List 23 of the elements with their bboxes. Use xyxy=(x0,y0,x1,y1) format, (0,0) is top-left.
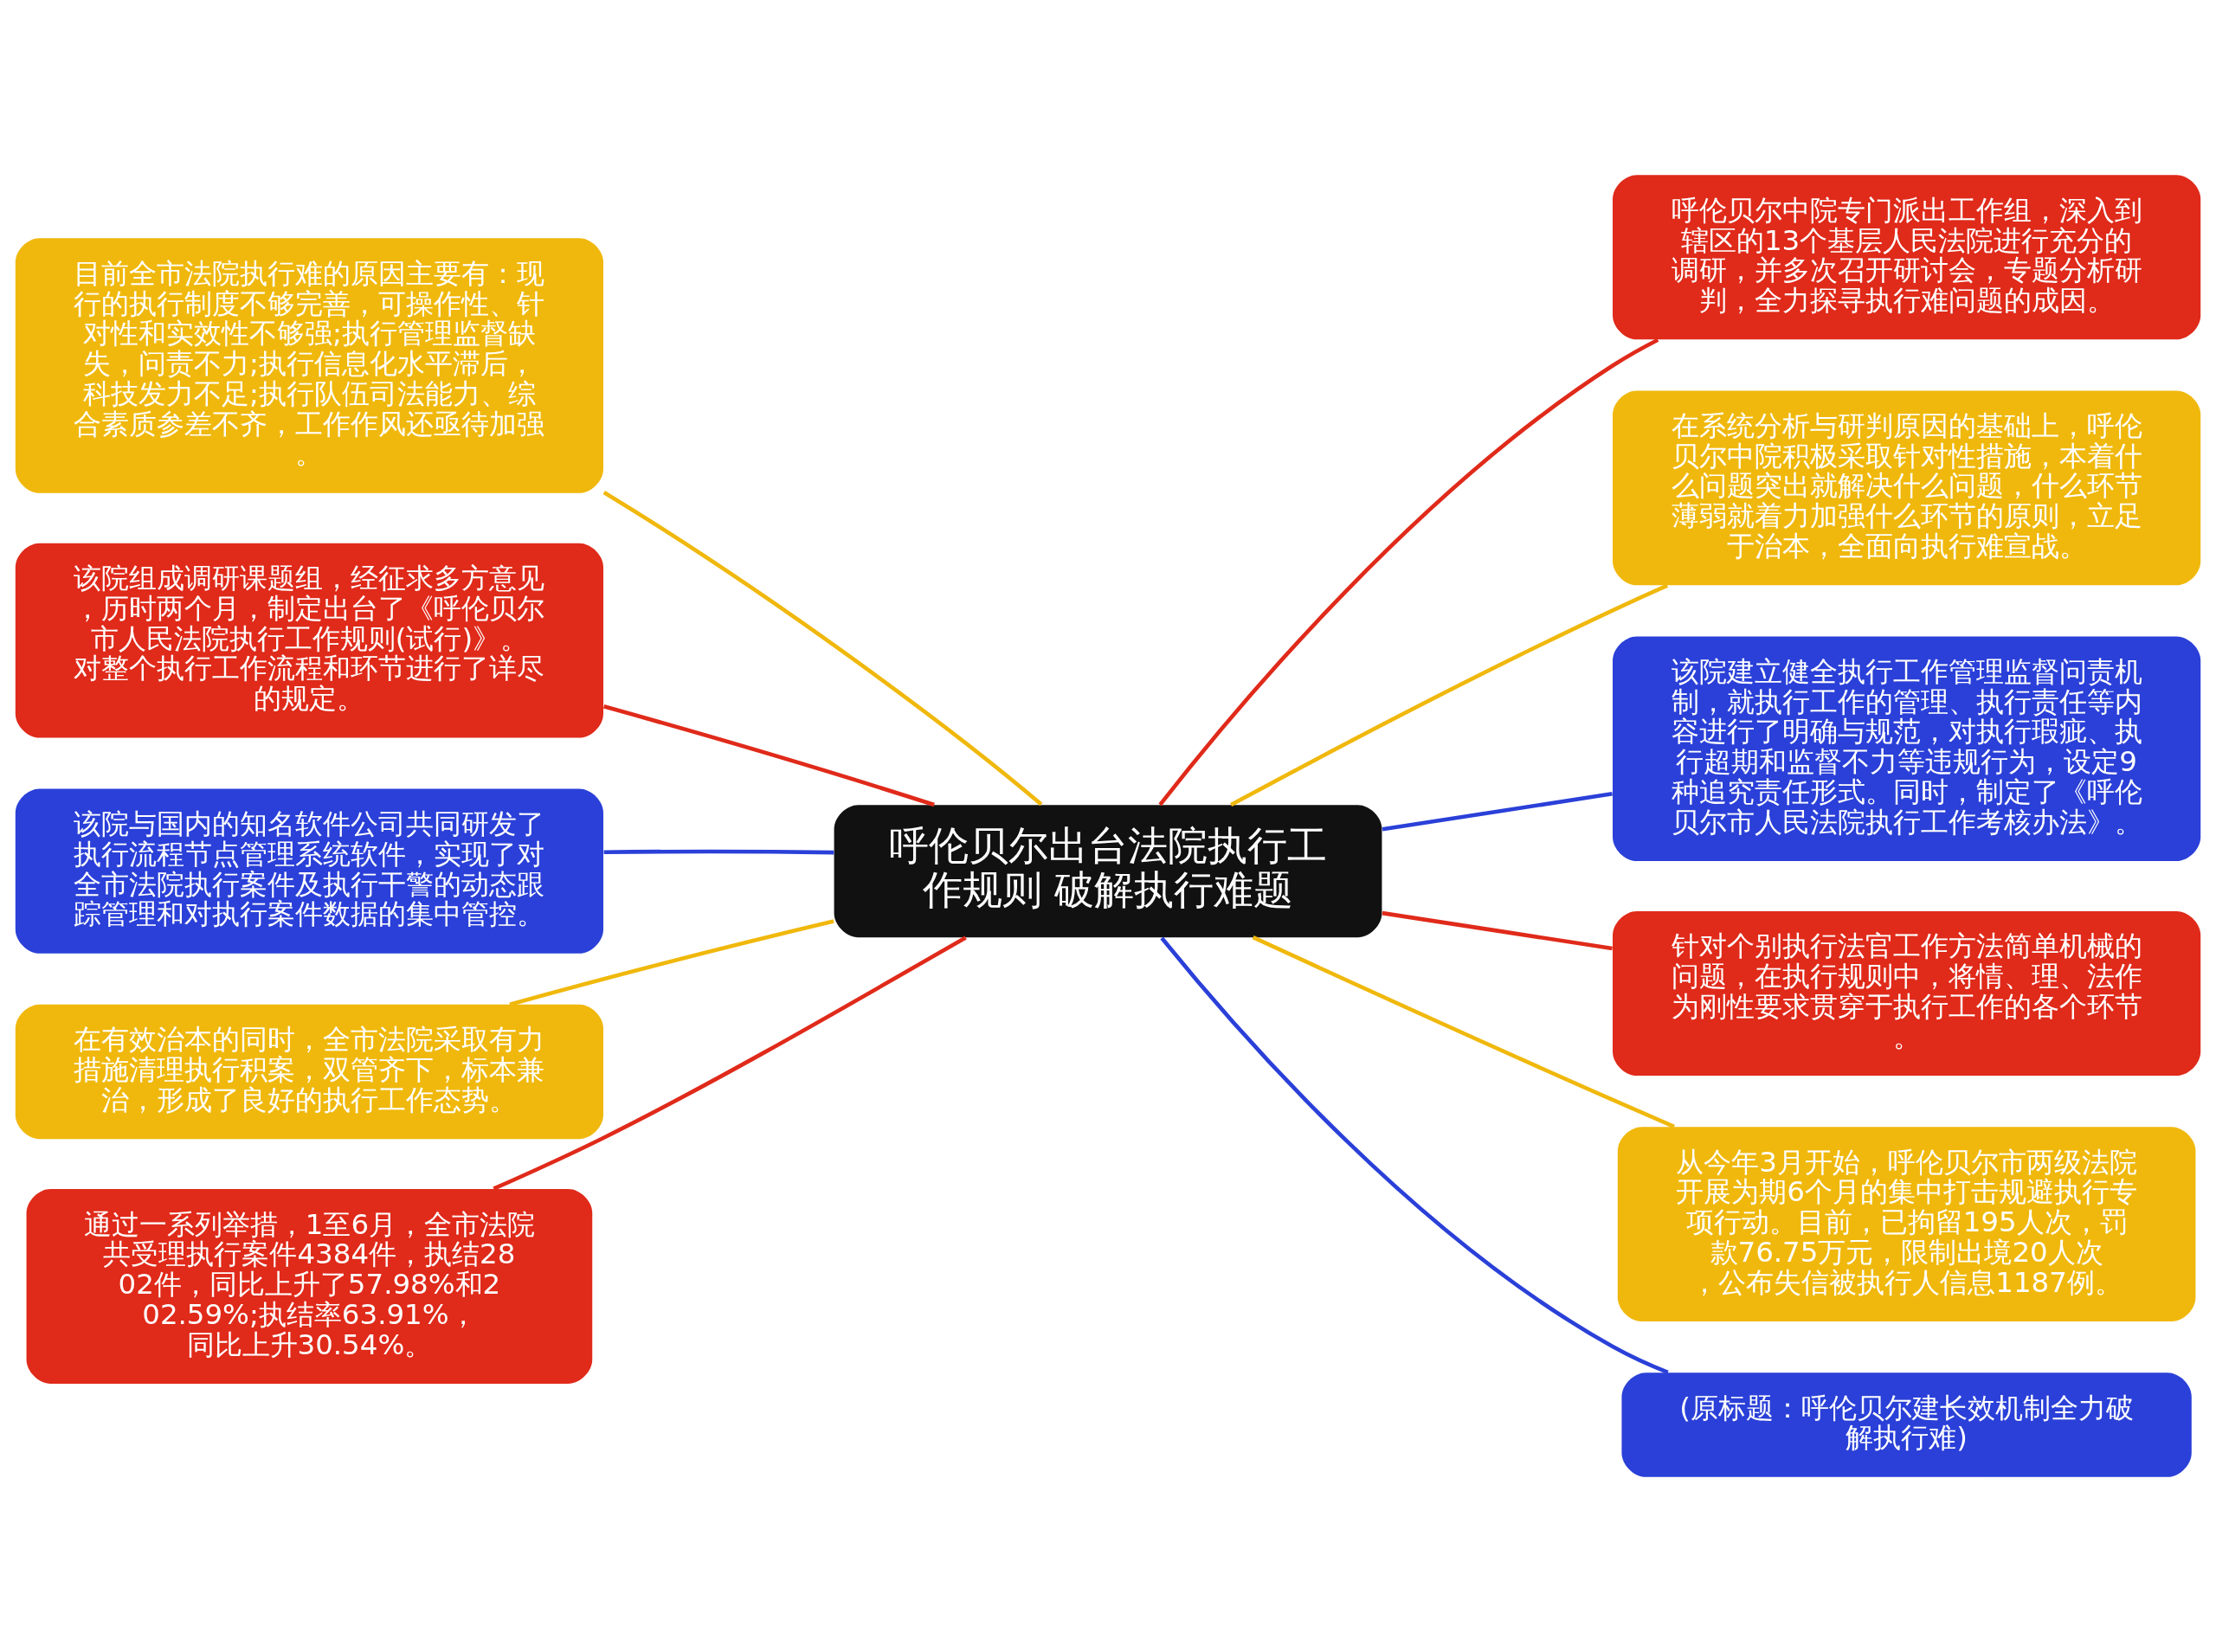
connector xyxy=(1158,337,1659,807)
node-box: 该院与国内的知名软件公司共同研发了执行流程节点管理系统软件，实现了对全市法院执行案件及执行干警的动态跟踪管理和对执行案件数据的集中管控。 xyxy=(15,788,603,954)
node-box: 通过一系列举措，1至6月，全市法院共受理执行案件4384件，执结2802件，同比上升了57.98%和202.59%;执结率63.91%，同比上升30.54%。 xyxy=(26,1189,593,1384)
node-box: 在系统分析与研判原因的基础上，呼伦贝尔中院积极采取针对性措施，本着什么问题突出就解决什么问题，什么环节薄弱就着力加强什么环节的原则，立足于治本，全面向执行难宣战。 xyxy=(1613,390,2201,586)
node-box: 呼伦贝尔中院专门派出工作组，深入到辖区的13个基层人民法院进行充分的调研，并多次召开研讨会，专题分析研判，全力探寻执行难问题的成因。 xyxy=(1613,175,2201,340)
connector xyxy=(603,704,935,807)
node-box: 该院组成调研课题组，经征求多方意见，历时两个月，制定出台了《呼伦贝尔市人民法院执行工作规则(试行)》。对整个执行工作流程和环节进行了详尽的规定。 xyxy=(15,543,603,738)
connector xyxy=(1230,583,1669,807)
connector xyxy=(1252,935,1675,1128)
node-box: (原标题：呼伦贝尔建长效机制全力破解执行难) xyxy=(1621,1372,2192,1477)
node-box: 呼伦贝尔出台法院执行工作规则 破解执行难题 xyxy=(834,805,1382,938)
connector xyxy=(603,849,834,855)
node-box: 从今年3月开始，呼伦贝尔市两级法院开展为期6个月的集中打击规避执行专项行动。目前，已拘留195人次，罚款76.75万元，限制出境20人次，公布失信被执行人信息1187例。 xyxy=(1617,1127,2196,1322)
node-box: 针对个别执行法官工作方法简单机械的问题，在执行规则中，将情、理、法作为刚性要求贯穿于执行工作的各个环节。 xyxy=(1613,911,2201,1077)
connector xyxy=(1382,910,1613,951)
connector xyxy=(602,491,1043,807)
connector xyxy=(493,935,967,1191)
node-box: 在有效治本的同时，全市法院采取有力措施清理执行积案，双管齐下，标本兼治，形成了良好的执行工作态势。 xyxy=(15,1004,603,1140)
connector xyxy=(1382,791,1613,832)
connector xyxy=(509,919,834,1006)
node-box: 目前全市法院执行难的原因主要有：现行的执行制度不够完善，可操作性、针对性和实效性不够强;执行管理监督缺失，问责不力;执行信息化水平滞后，科技发力不足;执行队伍司法能力、综合素质参差不齐，工作作风还亟待加强。 xyxy=(15,238,603,493)
connector xyxy=(1160,936,1669,1375)
node-box: 该院建立健全执行工作管理监督问责机制，就执行工作的管理、执行责任等内容进行了明确与规范，对执行瑕疵、执行超期和监督不力等违规行为，设定9种追究责任形式。同时，制定了《呼伦贝尔市人民法院执行工作考核办法》。 xyxy=(1613,636,2201,862)
